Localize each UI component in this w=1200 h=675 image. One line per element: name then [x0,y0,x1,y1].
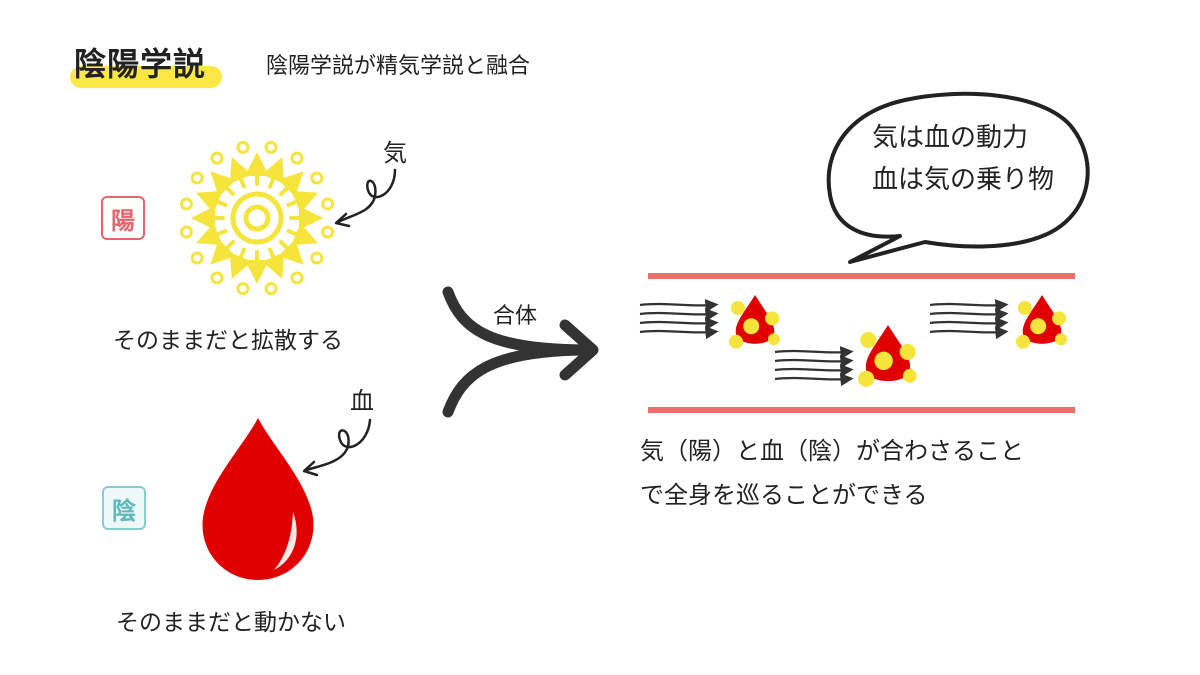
squiggle-arrowhead-ki-icon [334,212,351,228]
page-title: 陰陽学説 [74,45,207,83]
result-text-line1: 気（陽）と血（陰）が合わさること [640,437,1024,465]
title-block: 陰陽学説 [70,40,222,92]
yang-caption: そのままだと拡散する [113,328,343,354]
bubble-text-line1: 気は血の動力 [872,123,1029,153]
squiggle-arrow-ki-icon [336,168,397,224]
yang-badge: 陽 [101,196,145,240]
title-highlight [70,66,222,88]
bubble-text-line2: 血は気の乗り物 [872,165,1055,195]
yin-badge: 陰 [102,486,146,530]
result-text-line2: で全身を巡ることができる [640,481,928,509]
speech-bubble [826,91,1090,264]
merge-label: 合体 [493,304,538,329]
blood-drop-icon [202,418,314,580]
sun-icon [179,140,335,296]
ki-label: 気 [383,139,407,167]
flow-streams [639,299,1009,387]
merge-arrow-icon [442,286,599,418]
page-subtitle: 陰陽学説が精気学説と融合 [266,54,531,79]
squiggle-arrow-blood-icon [304,418,372,472]
squiggle-arrowhead-blood-icon [302,460,319,477]
blood-label: 血 [350,387,374,415]
yin-caption: そのままだと動かない [116,610,346,636]
flowing-blood-drops [729,295,1067,387]
